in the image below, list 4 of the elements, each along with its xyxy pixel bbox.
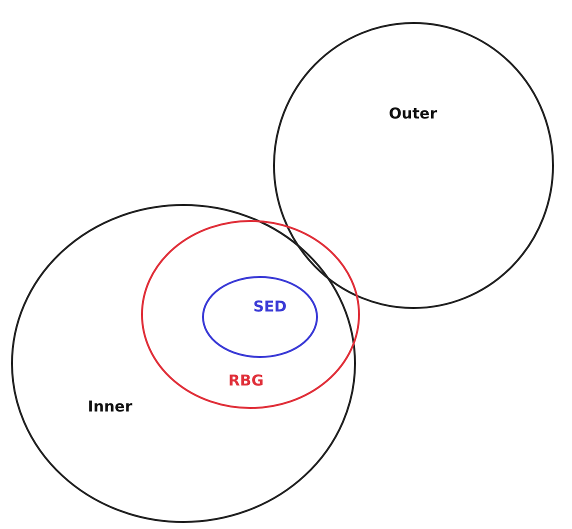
region-label: Inner (88, 400, 132, 414)
region-label: Outer (388, 106, 438, 122)
region-label: SED (253, 300, 287, 314)
region-label: RBG (228, 374, 264, 388)
